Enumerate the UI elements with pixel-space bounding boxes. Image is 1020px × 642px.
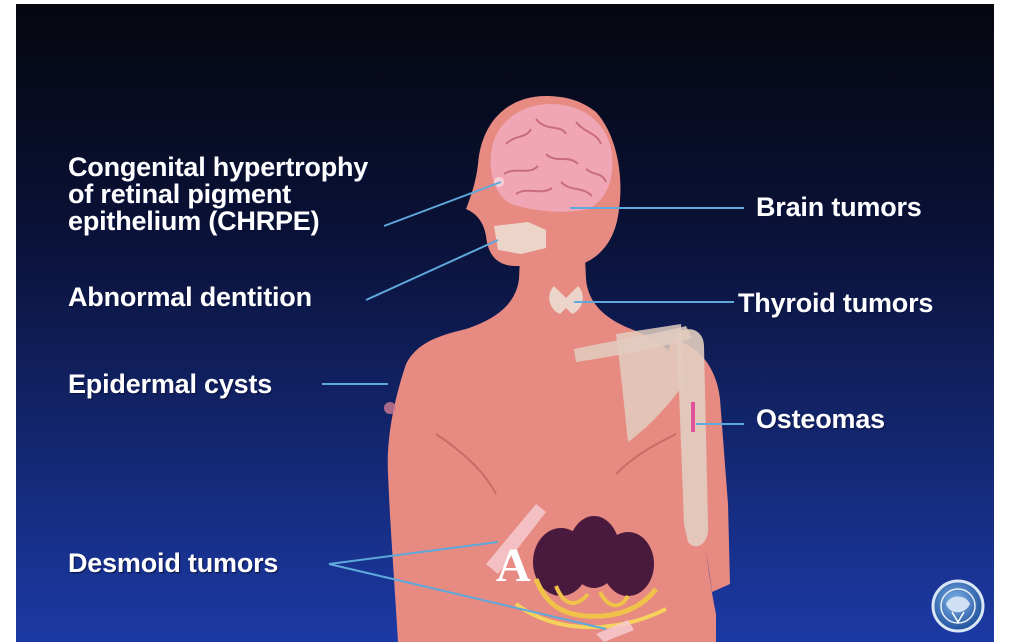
label-chrpe: Congenital hypertrophy of retinal pigmen…	[68, 154, 368, 235]
label-osteomas: Osteomas	[756, 406, 885, 433]
diagram-slide: Congenital hypertrophy of retinal pigmen…	[16, 4, 994, 642]
label-chrpe-line-3: epithelium (CHRPE)	[68, 208, 368, 235]
label-chrpe-line-2: of retinal pigment	[68, 181, 368, 208]
label-thyroid: Thyroid tumors	[738, 290, 933, 317]
label-epidermal: Epidermal cysts	[68, 371, 272, 398]
logo-emblem-icon	[933, 581, 983, 631]
cyst-marker	[384, 402, 396, 414]
label-desmoid: Desmoid tumors	[68, 550, 278, 577]
osteoma-marker	[691, 402, 695, 432]
jaw-bone	[494, 222, 546, 254]
label-dentition: Abnormal dentition	[68, 284, 312, 311]
label-chrpe-line-1: Congenital hypertrophy	[68, 154, 368, 181]
label-brain: Brain tumors	[756, 194, 922, 221]
letter-marker: A	[496, 542, 531, 590]
